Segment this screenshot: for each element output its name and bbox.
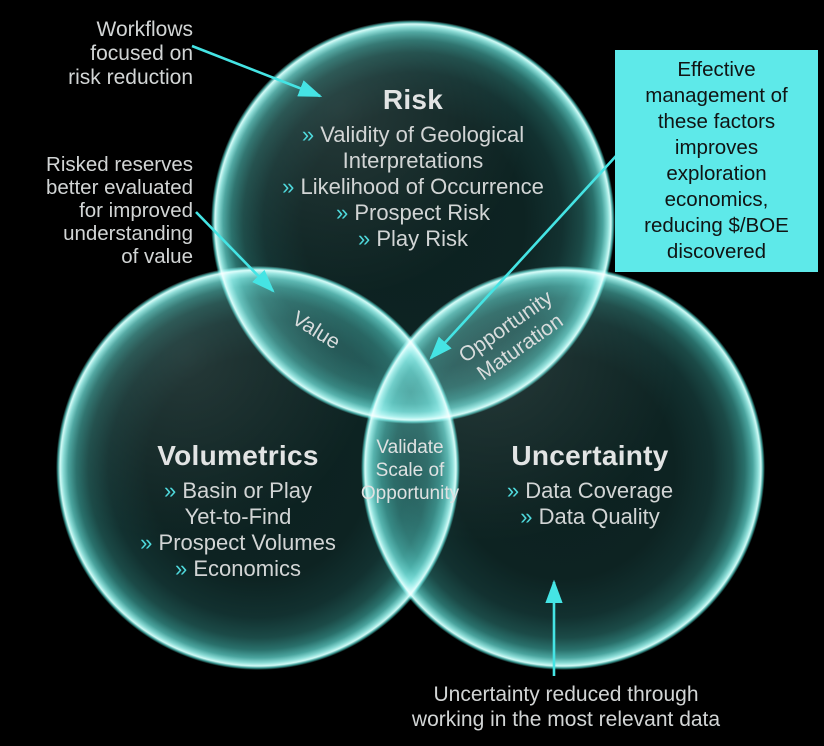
text-line: Risked reserves	[46, 153, 193, 176]
text-line: focused on	[90, 42, 193, 65]
text-line: reducing $/BOE	[644, 214, 789, 237]
text-line: improves	[674, 136, 759, 159]
effective-management-callout: Effective management of these factors impro…	[615, 50, 818, 272]
text-line: working in the most relevant data	[411, 708, 721, 731]
text-line: Uncertainty reduced through	[433, 683, 699, 706]
text-line: better evaluated	[45, 176, 193, 199]
text-line: risk reduction	[68, 66, 193, 89]
text-line: of value	[121, 245, 193, 268]
venn-circle-uncertainty	[361, 266, 765, 670]
text-line: management of	[645, 84, 788, 107]
text-line: exploration	[666, 162, 767, 185]
text-line: these factors	[657, 110, 776, 133]
text-line: for improved	[79, 199, 193, 222]
text-line: Workflows	[96, 18, 193, 41]
text-line: understanding	[63, 222, 193, 245]
text-line: discovered	[666, 240, 767, 263]
text-line: economics,	[664, 188, 769, 211]
text-line: Effective	[677, 58, 756, 81]
